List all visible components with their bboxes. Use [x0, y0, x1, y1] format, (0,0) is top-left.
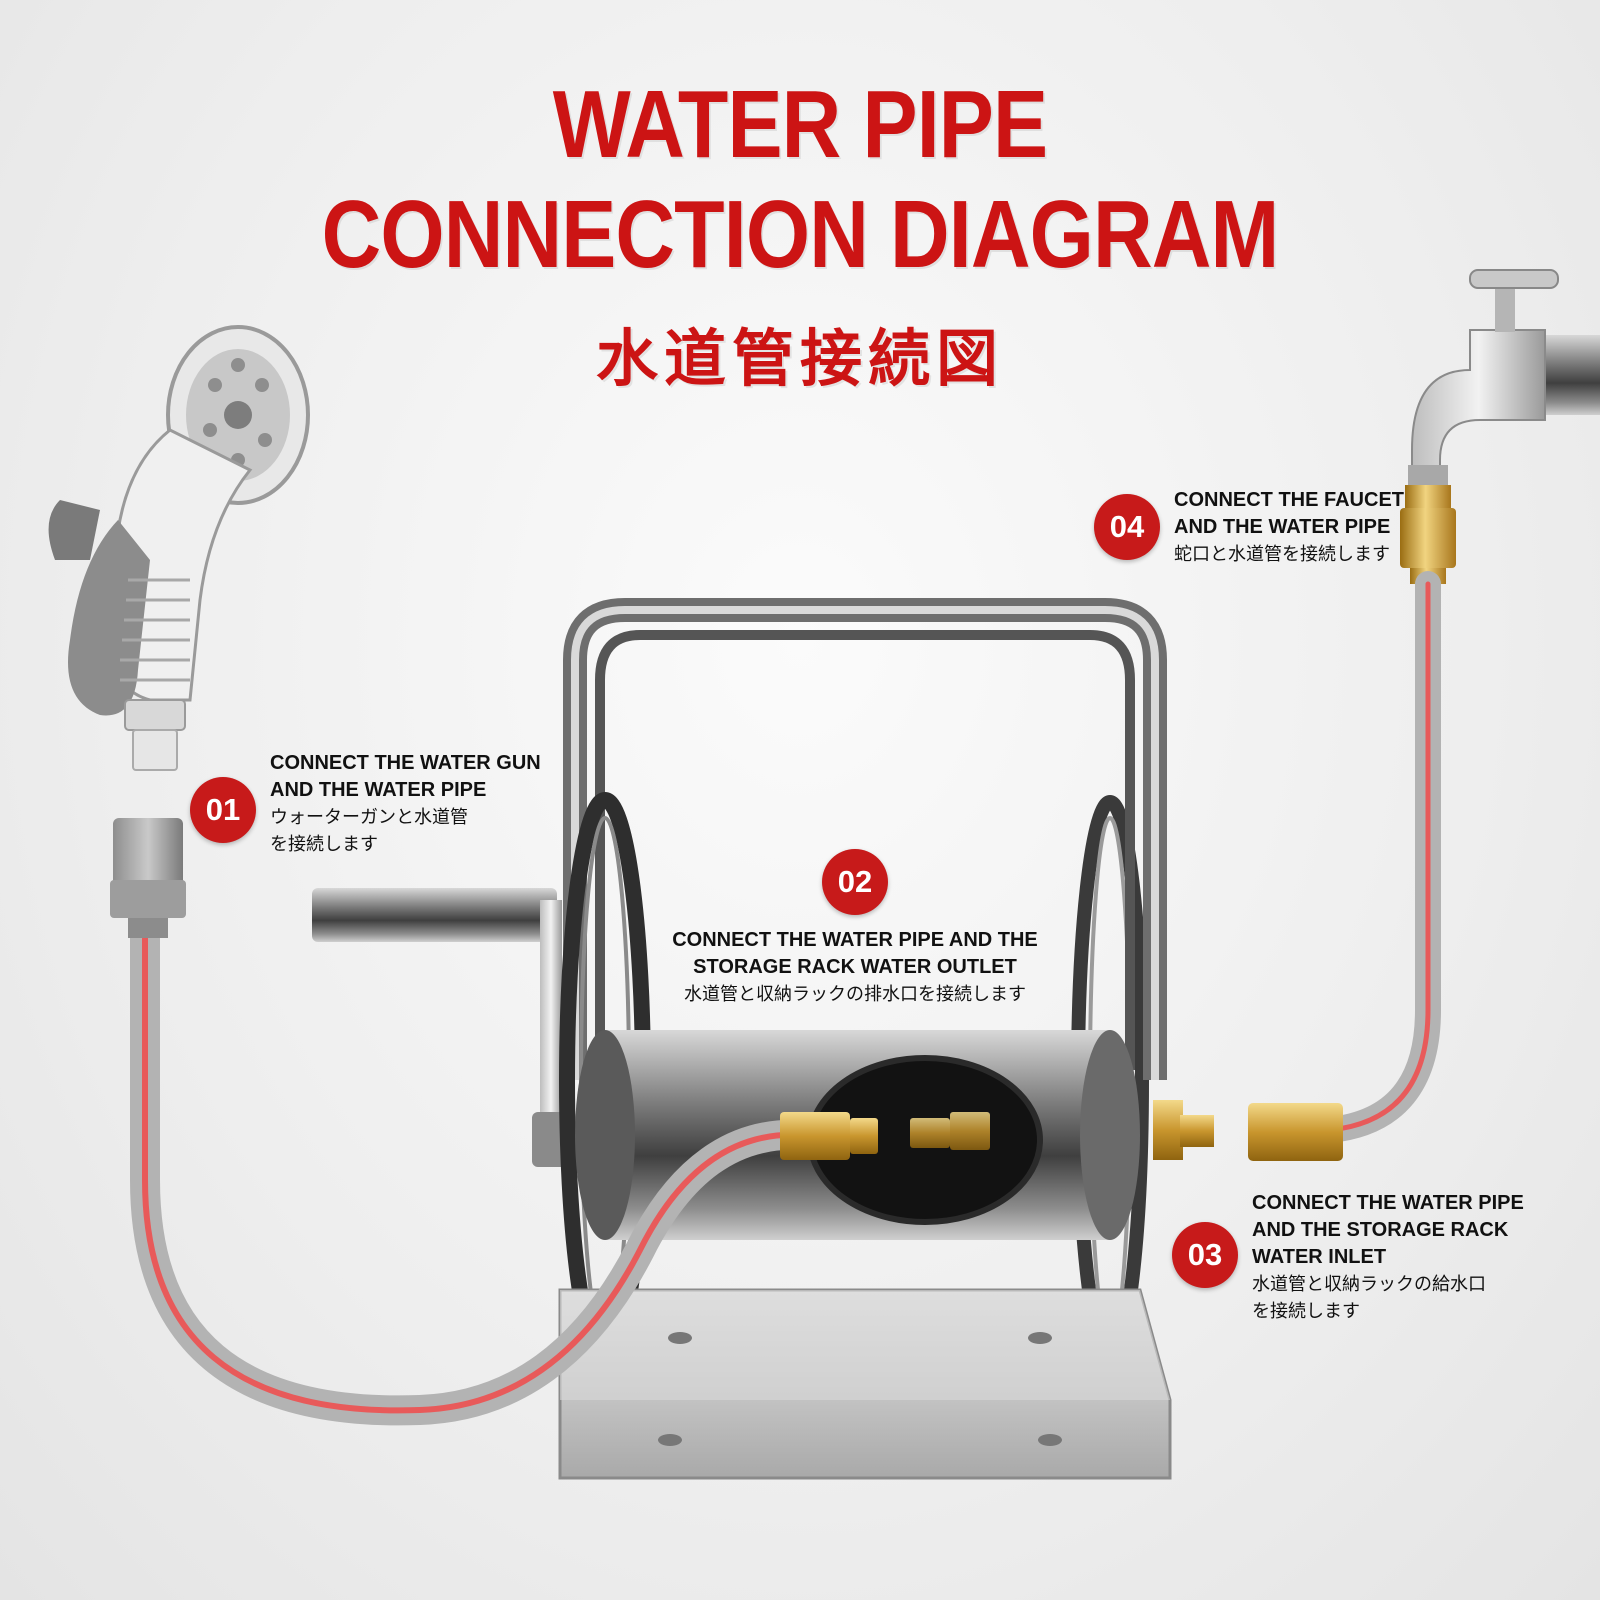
step-02-text: CONNECT THE WATER PIPE AND THE STORAGE R… [615, 927, 1095, 1008]
connector-icon [780, 1112, 990, 1160]
step-03-jp2: を接続します [1252, 1301, 1360, 1321]
page-title-line2: CONNECTION DIAGRAM [321, 181, 1280, 288]
hose-reel-icon [312, 598, 1214, 1480]
page-title-line1: WATER PIPE [552, 71, 1048, 178]
step-04-en1: CONNECT THE FAUCET [1174, 489, 1404, 511]
step-02-en2: STORAGE RACK WATER OUTLET [693, 956, 1017, 978]
step-04-en2: AND THE WATER PIPE [1174, 516, 1391, 538]
step-03-jp1: 水道管と収納ラックの給水口 [1252, 1274, 1486, 1294]
step-01-jp1: ウォーターガンと水道管 [270, 807, 468, 827]
step-03-en3: WATER INLET [1252, 1246, 1387, 1268]
faucet-icon [1400, 269, 1600, 584]
gun-hose-connector [110, 818, 186, 938]
step-03-text: CONNECT THE WATER PIPE AND THE STORAGE R… [1252, 1190, 1524, 1325]
step-03-en1: CONNECT THE WATER PIPE [1252, 1192, 1524, 1214]
page-title-jp: 水道管接続図 [595, 325, 1004, 394]
step-badge-04: 04 [1094, 494, 1160, 560]
step-04-jp1: 蛇口と水道管を接続します [1174, 544, 1390, 564]
step-badge-02: 02 [822, 849, 888, 915]
step-badge-01: 01 [190, 777, 256, 843]
step-02-jp1: 水道管と収納ラックの排水口を接続します [684, 984, 1026, 1004]
step-03-en2: AND THE STORAGE RACK [1252, 1219, 1509, 1241]
spray-gun-icon [48, 325, 310, 771]
step-badge-03: 03 [1172, 1222, 1238, 1288]
step-02-en1: CONNECT THE WATER PIPE AND THE [672, 929, 1038, 951]
step-01-jp2: を接続します [270, 834, 378, 854]
hose-right [1248, 571, 1441, 1161]
step-01-en2: AND THE WATER PIPE [270, 779, 487, 801]
hose-left [130, 890, 815, 1426]
step-01-text: CONNECT THE WATER GUN AND THE WATER PIPE… [270, 750, 541, 858]
step-01-en1: CONNECT THE WATER GUN [270, 752, 541, 774]
step-04-text: CONNECT THE FAUCET AND THE WATER PIPE 蛇口… [1174, 487, 1404, 568]
